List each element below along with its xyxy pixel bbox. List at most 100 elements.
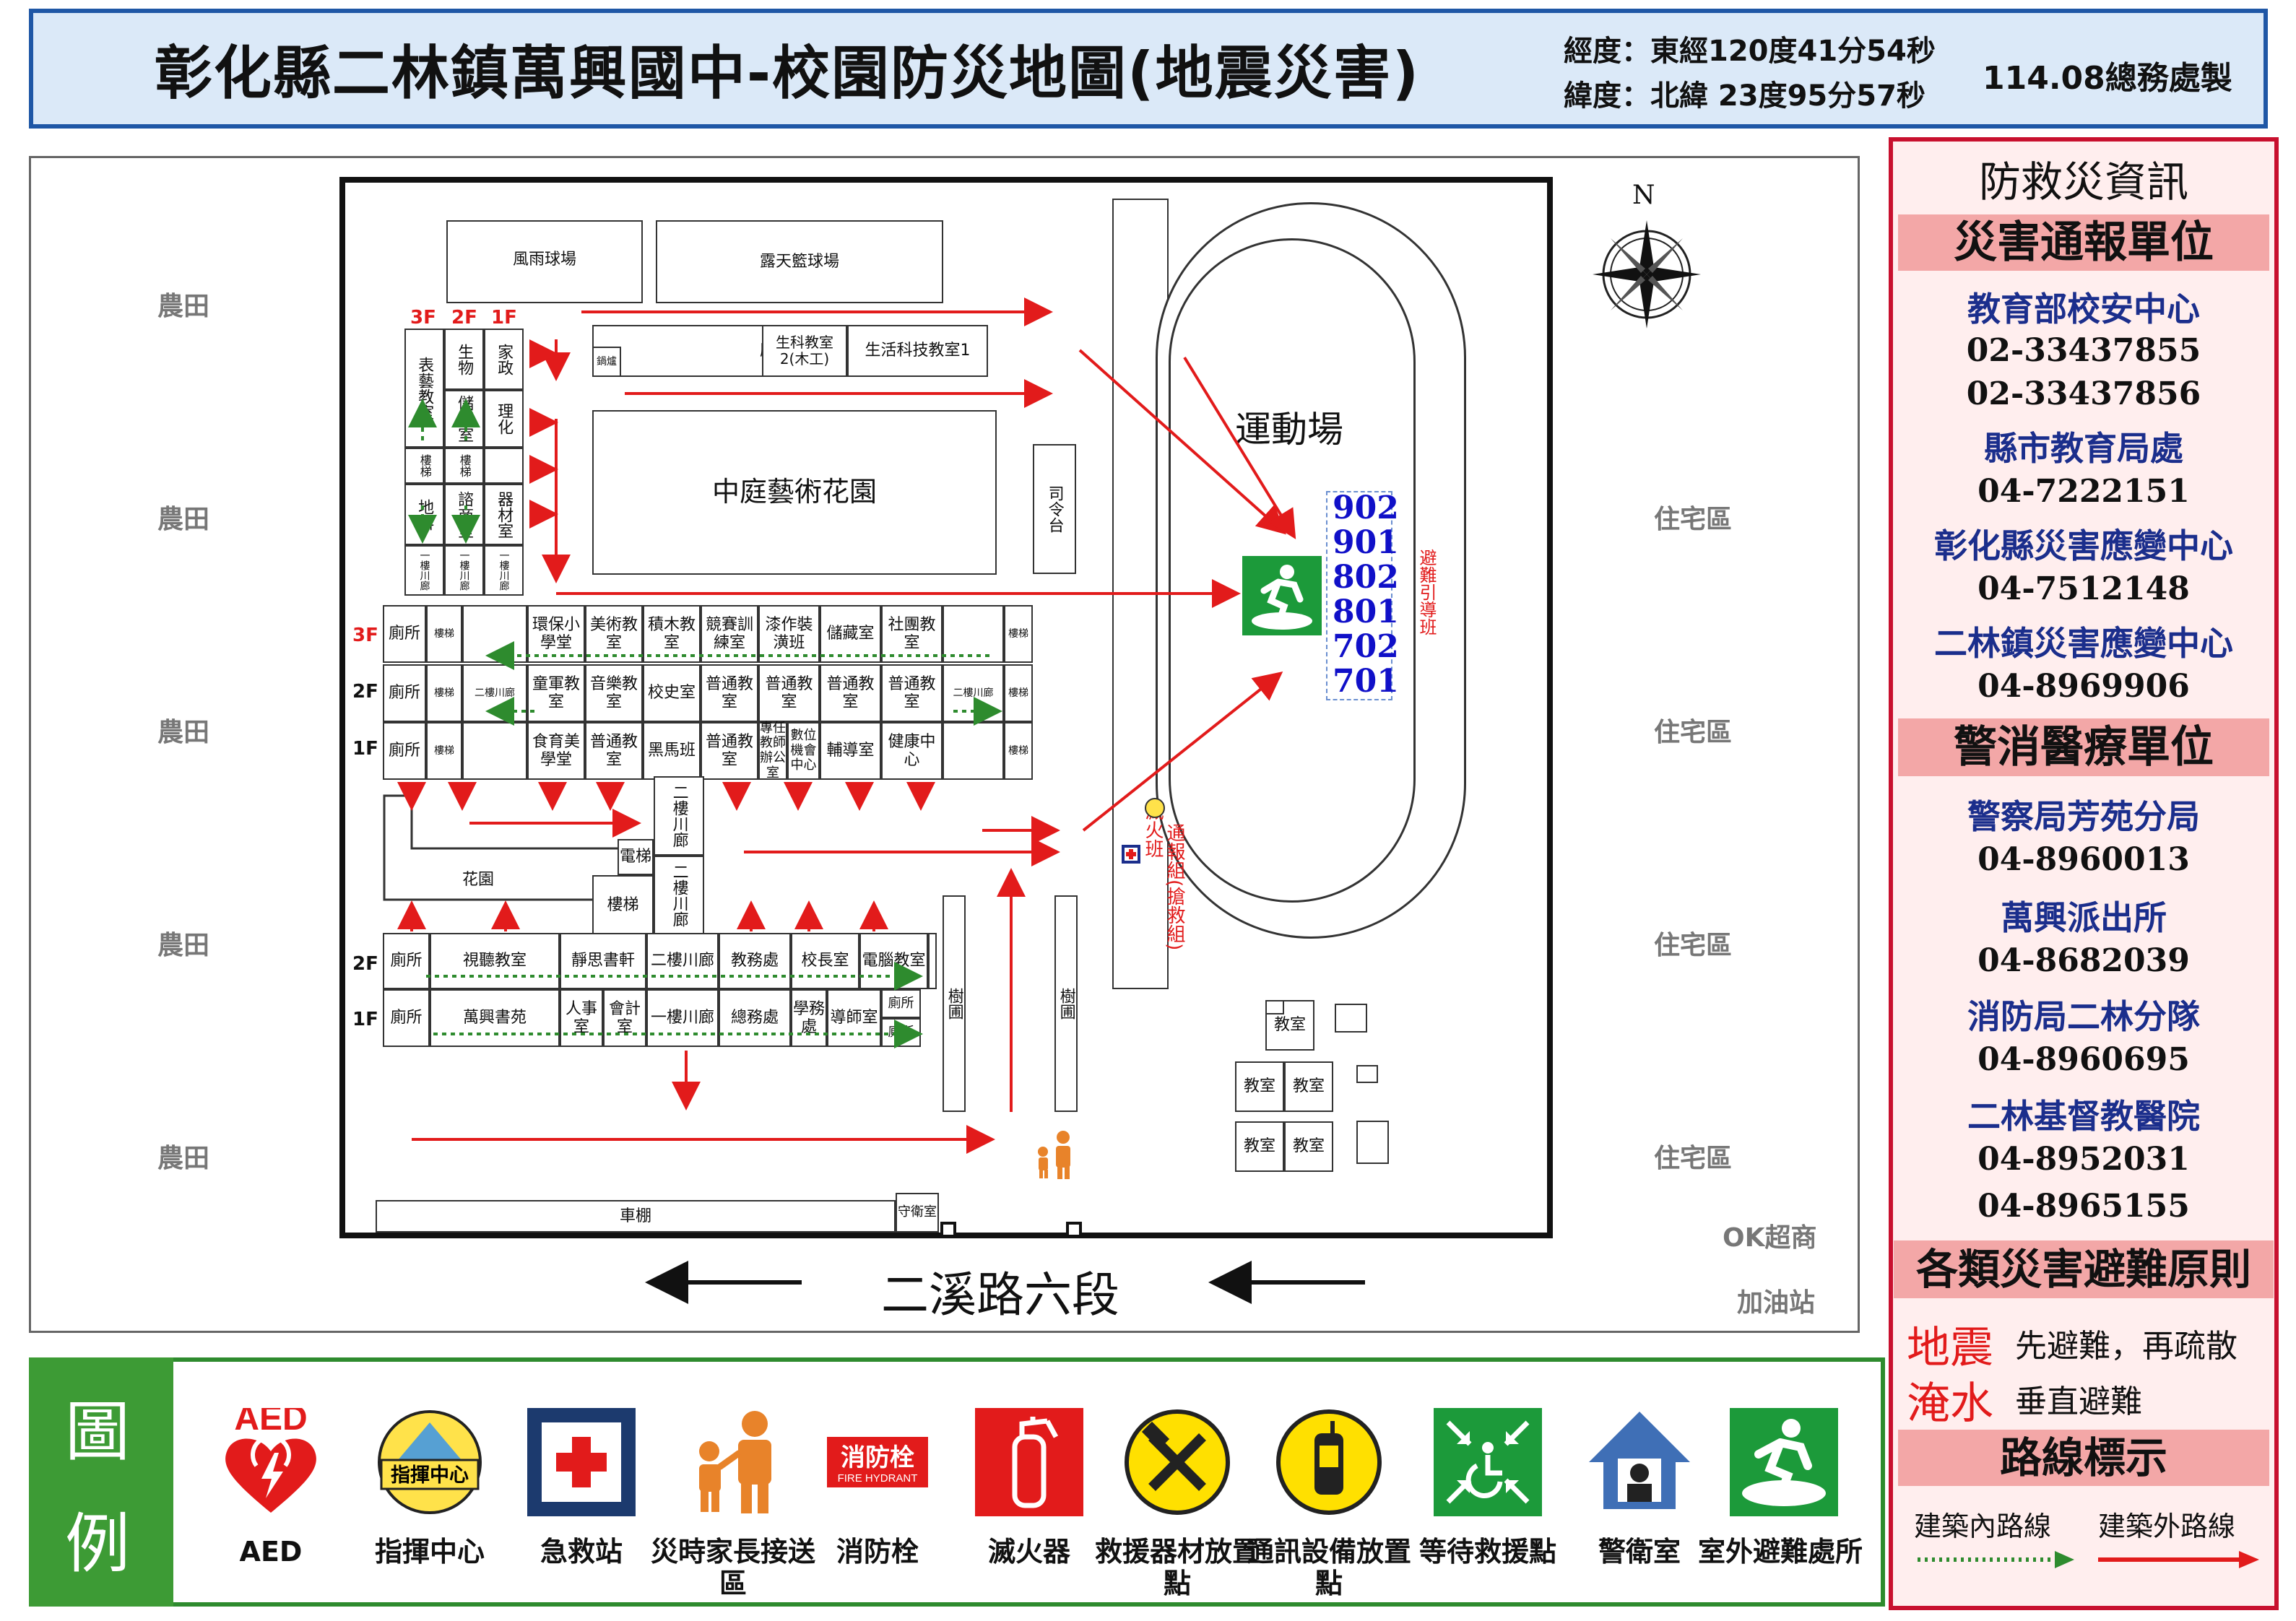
north-compass: N [1589,181,1704,332]
carport: 車棚 [376,1200,896,1233]
classroom-cell [943,605,1004,663]
tel-number: 04-8965155 [1977,1188,2190,1225]
classroom-cell: 會計室 [603,989,646,1047]
hydrant-icon-text: 消防栓 [841,1443,914,1472]
legend-item: 警衛室 [1556,1408,1701,1596]
classroom-cell: 樓梯 [1004,722,1033,780]
tree-label: 樹圃 [1057,988,1075,1020]
room-label: 音樂教室 [589,674,638,711]
classroom-cell: 廁所 [383,605,426,663]
classroom-cell: 總務處 [719,989,791,1047]
route-arrow [1078,349,1286,535]
legend-item: 等待救援點 [1405,1408,1556,1596]
life-tech-room-2: 生科教室2(木工) [762,325,847,377]
classroom-cell: 視聽教室 [430,933,560,989]
room-label: 教室 [1292,1077,1325,1096]
parent-pickup-icon [1033,1130,1076,1181]
tel-number: 04-7222151 [1977,473,2190,510]
org-name: 消防局二林分隊 [1967,997,2200,1036]
evac-figure-icon [1252,565,1312,630]
side-title: 防救災資訊 [1978,157,2188,207]
courtyard-garden-label: 中庭藝術花園 [711,476,877,508]
room-label: 樓梯 [1008,687,1028,699]
classroom-cell: 專任教師辦公室 [758,720,787,781]
classroom-cell: 電腦教室 [859,933,928,989]
floor-text: 2F [352,953,378,975]
classroom-cell: 環保小學堂 [527,605,585,663]
legend-label: 等待救援點 [1418,1536,1556,1568]
classroom-cell: 普通教室 [585,722,643,780]
tel-number: 04-8682039 [1977,942,2190,979]
guard-room: 守衛室 [896,1193,939,1233]
compass-rose-icon [1593,220,1701,329]
hydrant-icon-subtext: FIRE HYDRANT [838,1472,918,1485]
room-label: 二樓川廊 [650,952,714,970]
legend-item: 指揮中心 指揮中心 [347,1408,491,1596]
tree-nursery: 樹圃 [943,895,966,1112]
corridor-label: 二樓川廊 [670,784,688,848]
outdoor-court: 露天籃球場 [656,220,943,303]
side-panel [1889,137,2279,1610]
legend-item: 滅火器 [946,1408,1091,1596]
life-tech1-label: 生活科技教室1 [865,342,971,360]
org-name: 二林基督教醫院 [1967,1097,2200,1136]
field-label: 運動場 [1235,409,1343,451]
classroom-cell: 樓梯 [426,722,462,780]
room-label: 一樓川廊 [498,550,510,591]
classroom-cell: 廁所 [383,664,426,722]
org-name: 彰化縣災害應變中心 [1934,526,2233,565]
command-center-icon: 指揮中心 [378,1410,482,1514]
legend-title: 圖 [65,1394,130,1470]
first-aid-icon [1122,845,1140,864]
wait-rescue-icon [1434,1408,1542,1516]
classroom-cell: 樓梯 [1004,664,1033,722]
floor-label: 2F [352,681,378,703]
legend-item: 救援器材放置點 [1094,1408,1260,1599]
room-label: 一樓川廊 [458,550,470,591]
section-header: 災害通報單位 [1898,214,2269,271]
west-wing-cell [484,448,524,484]
evacuation-site-icon [1242,556,1322,635]
org-name: 萬興派出所 [2001,898,2167,937]
classroom-cell: 學務處 [791,989,827,1047]
classroom-cell: 一樓川廊 [646,989,719,1047]
room-label: 廁所 [388,742,420,760]
classroom-cell: 普通教室 [881,664,943,722]
north-label: N [1632,181,1655,210]
maker-text: 114.08總務處製 [1983,60,2232,97]
classroom-cell: 靜思書軒 [560,933,646,989]
gate-post [1066,1222,1082,1238]
small-room [1356,1121,1389,1164]
evacuation-site-icon [1730,1408,1838,1516]
principle-text: 先避難，再疏散 [2015,1328,2237,1365]
inside-arrowhead [2055,1551,2074,1568]
guard-label: 守衛室 [898,1204,937,1220]
home-econ-room: 家政 [484,329,524,390]
room-label: 校長室 [801,952,849,970]
elevator: 電梯 [618,839,654,875]
farmland-label: 農田 [157,1144,210,1173]
classroom-cell: 廁所 [383,989,430,1047]
corridor-label: 二樓川廊 [670,864,688,927]
corridor: 一樓川廊 [444,545,484,596]
residential-label: 住宅區 [1654,718,1733,747]
classroom-cell: 二樓川廊 [646,933,719,989]
radio-icon [1276,1409,1382,1515]
route-arrow [1082,672,1283,832]
boiler-label: 鍋爐 [597,355,617,368]
classroom-cell: 樓梯 [426,605,462,663]
tel-number: 02-33437856 [1966,375,2201,412]
room-label: 視聽教室 [462,952,527,970]
classroom-cell: 校史室 [643,664,701,722]
farmland-label: 農田 [157,505,210,534]
room-label: 專任教師辦公室 [760,720,786,781]
aed-icon: AED [225,1408,316,1513]
floor-label: 3F [352,625,378,646]
corridor: 一樓川廊 [484,545,524,596]
longitude-text: 經度：東經120度41分54秒 [1564,35,1936,68]
flower-bed-label: 花園 [462,871,495,889]
classroom-block: 教室 [1235,1121,1284,1172]
room-label: 黑馬班 [647,742,696,760]
org-name: 教育部校安中心 [1967,290,2200,329]
tree-nursery: 樹圃 [1054,895,1078,1112]
